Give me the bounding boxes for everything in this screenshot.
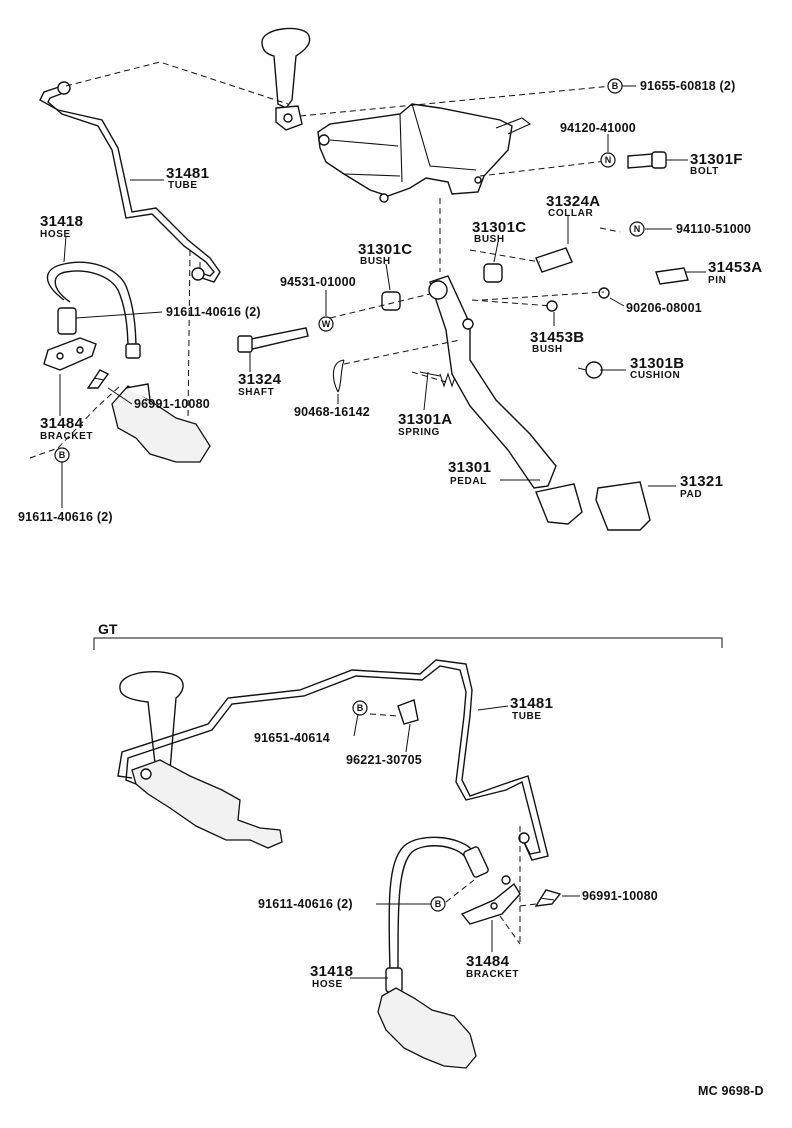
part-number-94110: 94110-51000 xyxy=(676,222,751,236)
symbol-nut-94120: N xyxy=(600,152,616,168)
gt-part-number-31481: 31481 xyxy=(510,695,553,712)
part-name-bush-clevis: BUSH xyxy=(532,344,563,355)
clutch-hose xyxy=(46,261,141,359)
gt-part-number-91651: 91651-40614 xyxy=(254,731,330,745)
gt-part-name-bracket: BRACKET xyxy=(466,969,519,980)
leader-lines-gt xyxy=(350,705,580,979)
part-name-cushion: CUSHION xyxy=(630,370,680,381)
part-number-31418: 31418 xyxy=(40,213,83,230)
part-name-spring: SPRING xyxy=(398,427,440,438)
symbol-bolt-91655: B xyxy=(607,78,623,94)
clevis-pin xyxy=(655,267,689,285)
master-cylinder-reservoir xyxy=(261,27,311,131)
cotter-pin xyxy=(332,359,345,393)
part-number-96991-top: 96991-10080 xyxy=(134,397,210,411)
gt-part-number-31484: 31484 xyxy=(466,953,510,970)
leader-lines-top xyxy=(59,85,706,508)
part-name-pin: PIN xyxy=(708,275,726,286)
gt-part-name-tube: TUBE xyxy=(512,711,542,722)
symbol-bolt-91611-gt: B xyxy=(430,896,446,912)
part-number-31453a: 31453A xyxy=(708,259,762,276)
gt-part-number-96991: 96991-10080 xyxy=(582,889,658,903)
pedal-pad xyxy=(595,481,651,531)
part-number-91655: 91655-60818 (2) xyxy=(640,79,735,93)
part-number-31481: 31481 xyxy=(166,165,209,182)
part-number-31484: 31484 xyxy=(40,415,84,432)
svg-text:B: B xyxy=(612,81,619,91)
pin-clip xyxy=(598,287,610,299)
pedal-bush-right xyxy=(483,263,503,283)
svg-text:W: W xyxy=(322,319,331,329)
svg-text:B: B xyxy=(59,450,66,460)
gt-part-number-31418: 31418 xyxy=(310,963,353,980)
clutch-tube xyxy=(39,81,221,283)
symbol-washer-94531: W xyxy=(318,316,334,332)
part-number-90468: 90468-16142 xyxy=(294,405,370,419)
pedal-bush-left xyxy=(381,291,401,311)
gt-hose-bracket xyxy=(460,875,521,925)
hose-clip xyxy=(86,369,110,389)
gt-clutch-tube xyxy=(117,659,549,861)
release-cylinder xyxy=(111,383,211,463)
hose-bracket xyxy=(43,337,97,371)
alignment-lines-gt xyxy=(369,713,537,945)
part-number-31301a: 31301A xyxy=(398,411,452,428)
gt-section-bracket xyxy=(93,637,723,650)
gt-section-title: GT xyxy=(98,621,118,637)
part-number-31301c-right: 31301C xyxy=(472,219,526,236)
part-name-collar: COLLAR xyxy=(548,208,593,219)
part-name-bush-left: BUSH xyxy=(360,256,391,267)
part-number-31321: 31321 xyxy=(680,473,723,490)
part-name-bracket: BRACKET xyxy=(40,431,93,442)
alignment-lines-top xyxy=(29,61,621,459)
part-number-31301b: 31301B xyxy=(630,355,684,372)
symbol-bolt-91651: B xyxy=(352,700,368,716)
part-number-94531: 94531-01000 xyxy=(280,275,356,289)
part-number-31301: 31301 xyxy=(448,459,491,476)
catalog-reference: MC 9698-D xyxy=(698,1084,764,1098)
gt-part-number-96221: 96221-30705 xyxy=(346,753,422,767)
pedal-cushion xyxy=(577,361,603,379)
clutch-pedal-arm xyxy=(428,275,583,525)
part-number-91611-left: 91611-40616 (2) xyxy=(18,510,113,524)
part-name-shaft: SHAFT xyxy=(238,387,274,398)
gt-part-name-hose: HOSE xyxy=(312,979,343,990)
gt-tube-clamp xyxy=(397,699,419,725)
part-number-91611-top: 91611-40616 (2) xyxy=(166,305,261,319)
part-name-pedal: PEDAL xyxy=(450,476,487,487)
part-number-31301f: 31301F xyxy=(690,151,743,168)
part-name-bolt: BOLT xyxy=(690,166,719,177)
stopper-bolt xyxy=(627,151,667,169)
part-number-31324a: 31324A xyxy=(546,193,600,210)
gt-master-cylinder xyxy=(119,671,283,849)
svg-text:B: B xyxy=(357,703,364,713)
gt-release-cylinder xyxy=(377,987,477,1069)
symbol-nut-94110: N xyxy=(629,221,645,237)
part-name-tube: TUBE xyxy=(168,180,198,191)
pedal-shaft xyxy=(237,327,309,353)
pedal-support-bracket xyxy=(317,103,532,203)
part-name-hose: HOSE xyxy=(40,229,71,240)
part-name-bush-right: BUSH xyxy=(474,234,505,245)
gt-clutch-hose xyxy=(385,836,489,993)
svg-text:N: N xyxy=(605,155,612,165)
gt-part-number-91611: 91611-40616 (2) xyxy=(258,897,353,911)
part-name-pad: PAD xyxy=(680,489,702,500)
part-number-90206: 90206-08001 xyxy=(626,301,702,315)
part-number-94120: 94120-41000 xyxy=(560,121,636,135)
pedal-collar xyxy=(535,247,573,273)
part-number-31301c-left: 31301C xyxy=(358,241,412,258)
gt-hose-clip xyxy=(534,889,562,907)
symbol-bolt-91611-left: B xyxy=(54,447,70,463)
part-number-31453b: 31453B xyxy=(530,329,584,346)
svg-text:N: N xyxy=(634,224,641,234)
svg-text:B: B xyxy=(435,899,442,909)
part-number-31324: 31324 xyxy=(238,371,282,388)
